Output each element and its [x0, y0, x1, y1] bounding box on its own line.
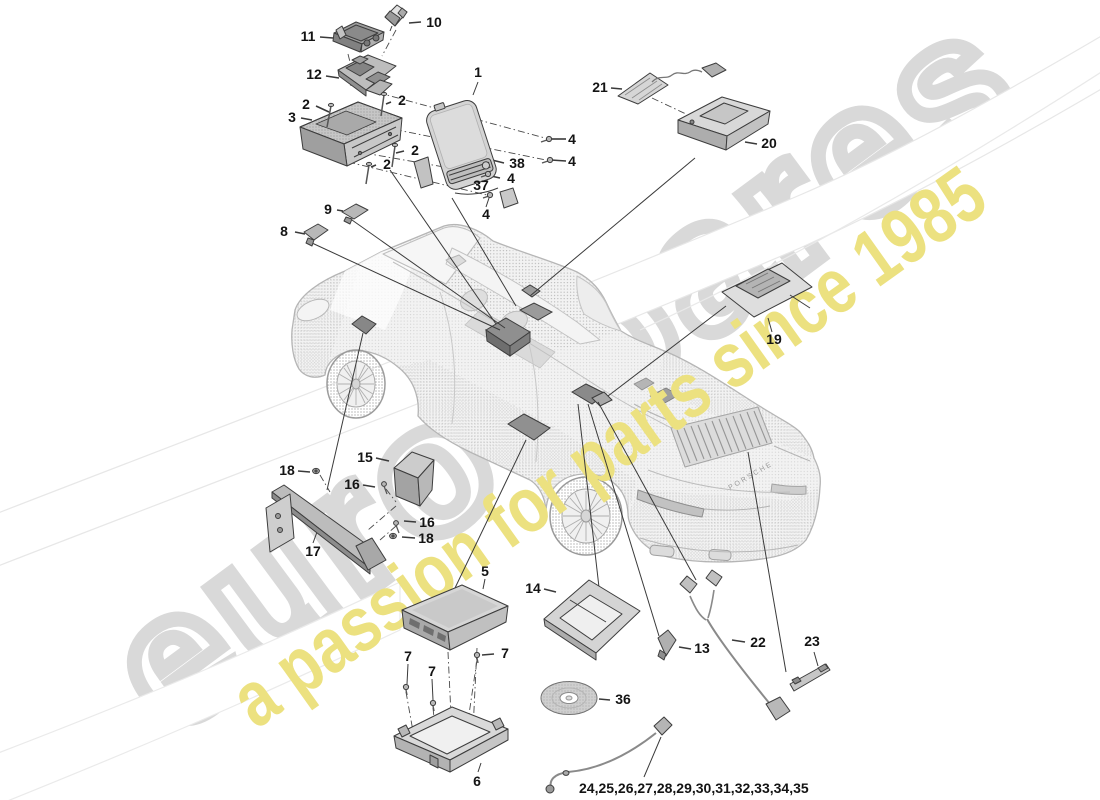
svg-text:13: 13 — [694, 640, 710, 656]
svg-text:38: 38 — [509, 155, 525, 171]
svg-text:21: 21 — [592, 79, 608, 95]
svg-text:7: 7 — [428, 663, 436, 679]
svg-text:1: 1 — [474, 64, 482, 80]
svg-text:2: 2 — [302, 96, 310, 112]
svg-text:7: 7 — [501, 645, 509, 661]
svg-text:6: 6 — [473, 773, 481, 789]
svg-text:4: 4 — [507, 170, 515, 186]
svg-text:17: 17 — [305, 543, 321, 559]
svg-text:5: 5 — [481, 563, 489, 579]
svg-text:10: 10 — [426, 14, 442, 30]
svg-text:23: 23 — [804, 633, 820, 649]
svg-text:7: 7 — [404, 648, 412, 664]
svg-text:19: 19 — [766, 331, 782, 347]
svg-text:2: 2 — [398, 92, 406, 108]
svg-text:12: 12 — [306, 66, 322, 82]
svg-text:20: 20 — [761, 135, 777, 151]
svg-text:4: 4 — [568, 131, 576, 147]
svg-text:37: 37 — [473, 177, 489, 193]
svg-text:18: 18 — [418, 530, 434, 546]
svg-text:8: 8 — [280, 223, 288, 239]
svg-text:2: 2 — [383, 156, 391, 172]
svg-text:18: 18 — [279, 462, 295, 478]
svg-text:11: 11 — [301, 28, 316, 44]
svg-text:15: 15 — [357, 449, 373, 465]
svg-text:4: 4 — [568, 153, 576, 169]
svg-text:16: 16 — [344, 476, 360, 492]
svg-text:2: 2 — [411, 142, 419, 158]
svg-text:36: 36 — [615, 691, 631, 707]
svg-text:3: 3 — [288, 109, 296, 125]
svg-text:24,25,26,27,28,29,30,31,32,33,: 24,25,26,27,28,29,30,31,32,33,34,35 — [579, 780, 809, 796]
svg-text:14: 14 — [525, 580, 541, 596]
svg-text:22: 22 — [750, 634, 766, 650]
svg-text:9: 9 — [324, 201, 332, 217]
svg-text:4: 4 — [482, 206, 490, 222]
svg-text:16: 16 — [419, 514, 435, 530]
